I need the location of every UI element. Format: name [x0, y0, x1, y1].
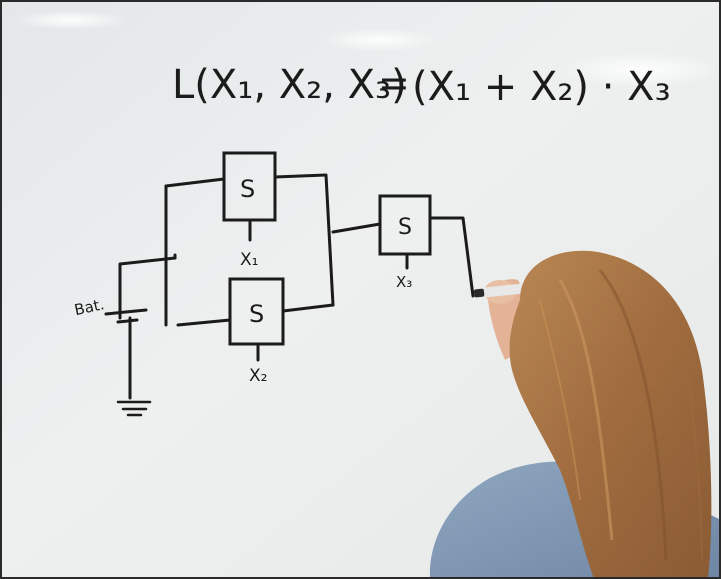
switch-x1-input: X₁	[240, 250, 258, 270]
battery-label: Bat.	[73, 295, 106, 319]
switch-x1-symbol: S	[240, 175, 255, 203]
light-glare	[320, 28, 440, 52]
circuit-wires	[118, 173, 475, 400]
switch-x2: S X₂	[228, 277, 285, 386]
switch-x3-input: X₃	[396, 273, 412, 291]
switch-x2-input: X₂	[249, 366, 267, 386]
marker-pen	[474, 283, 524, 299]
equation-rhs: (X₁ + X₂) · X₃	[412, 64, 671, 110]
equation-equals: =	[378, 61, 410, 105]
ground-symbol	[116, 400, 152, 417]
switch-x2-symbol: S	[249, 300, 264, 328]
light-glare	[10, 10, 130, 30]
boolean-equation: L(X₁, X₂, X₃) = (X₁ + X₂) · X₃	[172, 61, 671, 110]
equation-lhs: L(X₁, X₂, X₃)	[172, 62, 407, 108]
battery-symbol	[104, 308, 148, 324]
switch-x3-symbol: S	[398, 215, 412, 240]
switch-x3: S X₃	[378, 194, 432, 291]
student-figure	[429, 250, 721, 579]
switch-x1: S X₁	[222, 151, 277, 270]
light-glare	[560, 52, 720, 88]
